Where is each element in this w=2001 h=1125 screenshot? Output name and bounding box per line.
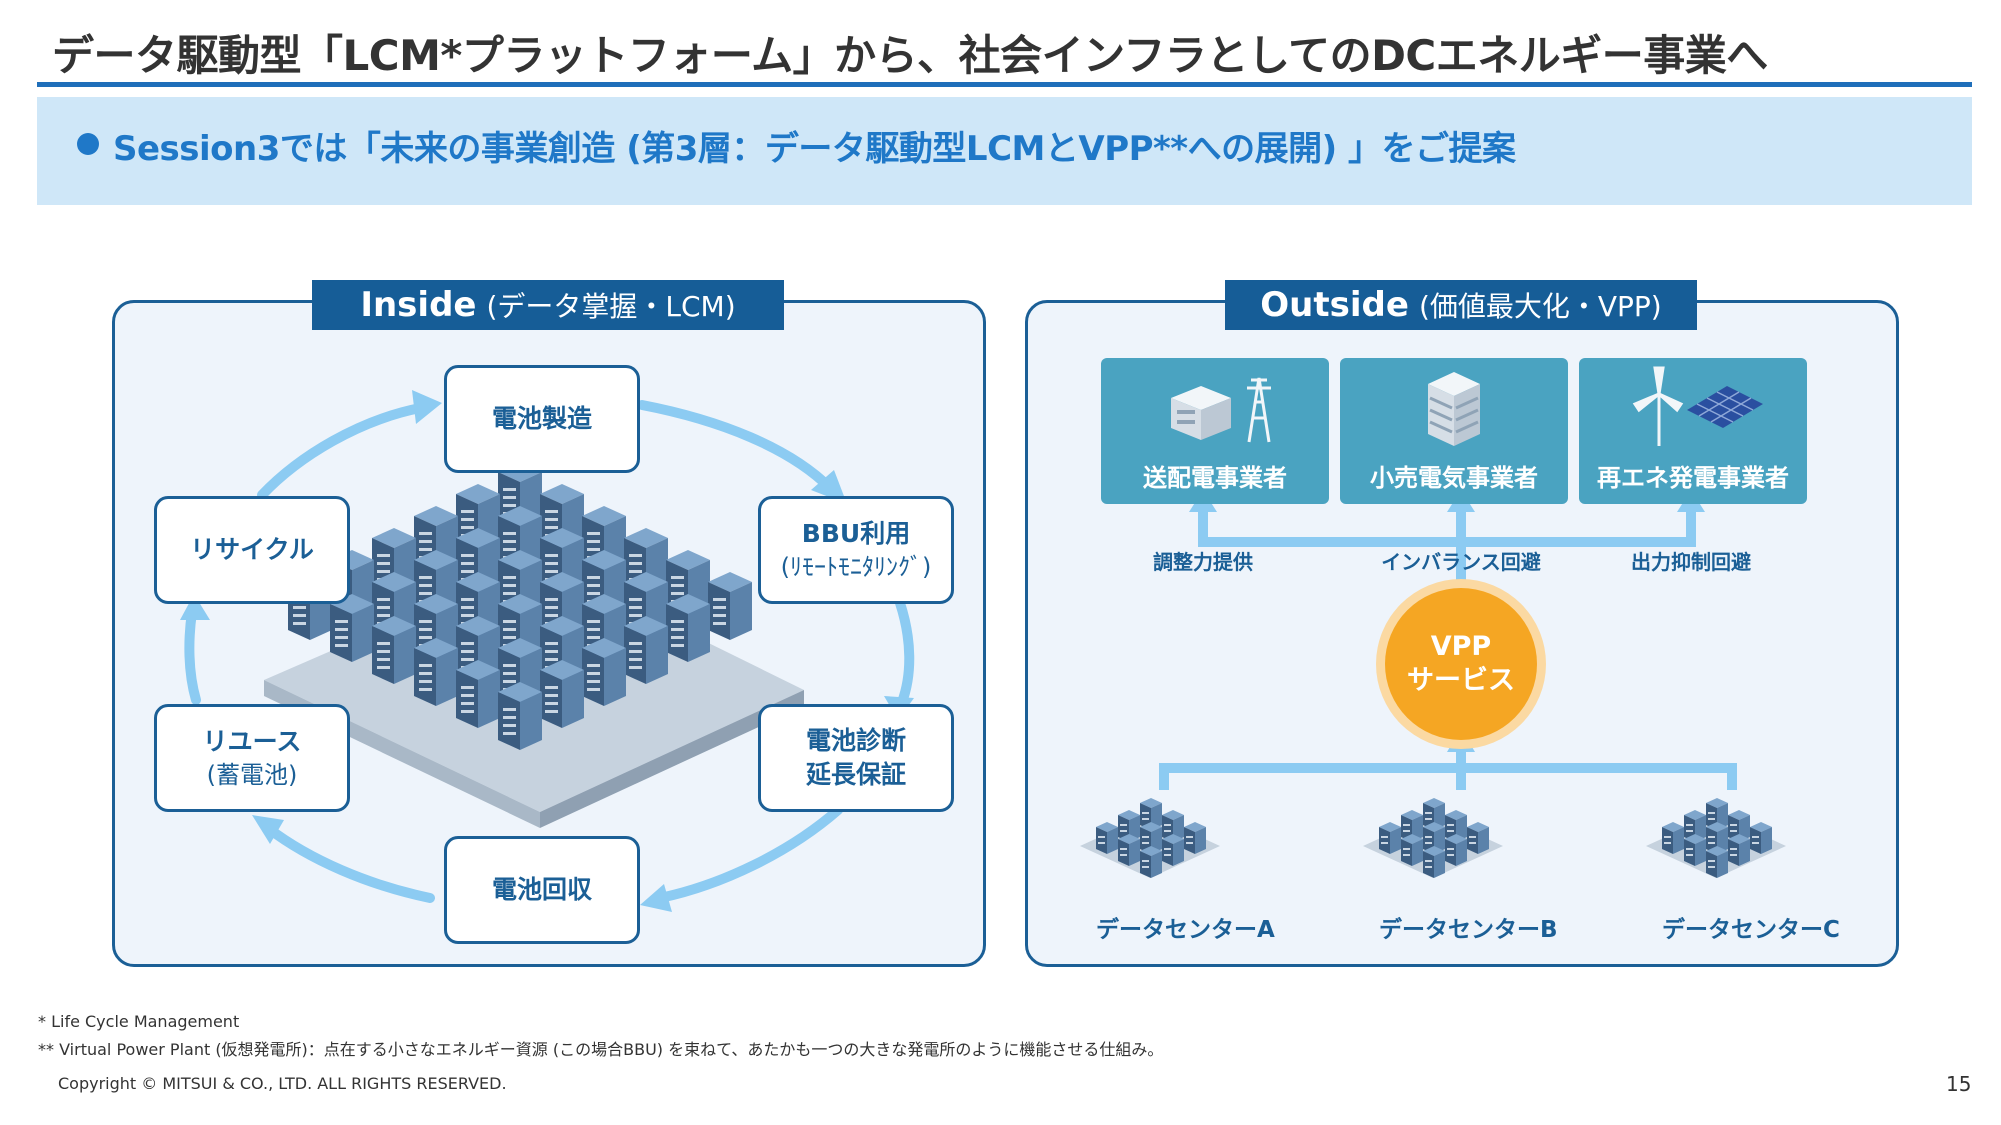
node-recycle: リサイクル xyxy=(154,496,350,604)
dc-label-b: データセンターB xyxy=(1379,917,1558,943)
node-label: 電池診断 xyxy=(805,726,906,756)
node-sublabel: (ﾘﾓｰﾄﾓﾆﾀﾘﾝｸﾞ) xyxy=(780,552,932,581)
node-battery-recovery: 電池回収 xyxy=(444,836,640,944)
provider-retail: 小売電気事業者 xyxy=(1340,358,1568,504)
node-battery-manufacture: 電池製造 xyxy=(444,365,640,473)
node-label: BBU利用 xyxy=(801,518,911,548)
office-building-icon xyxy=(1428,372,1480,446)
outside-heading-title: Outside xyxy=(1260,285,1409,325)
provider-label: 送配電事業者 xyxy=(1143,464,1287,492)
node-sublabel: (蓄電池) xyxy=(206,760,298,789)
provider-label: 小売電気事業者 xyxy=(1370,464,1538,492)
node-label: 電池製造 xyxy=(491,404,592,434)
flow-label-imbalance: インバランス回避 xyxy=(1381,550,1541,574)
session-statement: Session3では「未来の事業創造 (第3層：データ駆動型LCMとVPP**へ… xyxy=(113,129,1516,169)
dc-label-c: データセンターC xyxy=(1662,917,1840,943)
node-label: 電池回収 xyxy=(491,875,592,905)
inside-heading-title: Inside xyxy=(360,285,477,325)
page-number: 15 xyxy=(1946,1072,1972,1096)
dc-label-a: データセンターA xyxy=(1096,917,1275,943)
node-reuse: リユース (蓄電池) xyxy=(154,704,350,812)
node-label: リユース xyxy=(202,726,302,756)
page-title: データ駆動型「LCM*プラットフォーム」から、社会インフラとしてのDCエネルギー… xyxy=(52,31,1768,80)
title-divider xyxy=(37,82,1972,87)
footnote-lcm: * Life Cycle Management xyxy=(38,1012,240,1031)
outside-heading-sub: (価値最大化・VPP) xyxy=(1418,290,1662,323)
vpp-label-sub: サービス xyxy=(1407,665,1515,696)
inside-heading-sub: (データ掌握・LCM) xyxy=(486,290,736,323)
node-bbu-use: BBU利用 (ﾘﾓｰﾄﾓﾆﾀﾘﾝｸﾞ) xyxy=(758,496,954,604)
inside-heading: Inside (データ掌握・LCM) xyxy=(312,280,784,330)
provider-transmission: 送配電事業者 xyxy=(1101,358,1329,504)
outside-heading: Outside (価値最大化・VPP) xyxy=(1225,280,1697,330)
provider-label: 再エネ発電事業者 xyxy=(1597,464,1789,492)
flow-label-curtailment: 出力抑制回避 xyxy=(1631,550,1751,574)
bullet-icon xyxy=(77,133,99,155)
flow-label-regulation: 調整力提供 xyxy=(1153,550,1253,574)
wind-solar-icon xyxy=(1632,366,1763,446)
footnote-vpp: ** Virtual Power Plant (仮想発電所)：点在する小さなエネ… xyxy=(38,1040,1164,1059)
power-plant-icon xyxy=(1171,377,1271,443)
node-label: リサイクル xyxy=(190,535,314,565)
node-battery-diagnosis: 電池診断 延長保証 xyxy=(758,704,954,812)
copyright: Copyright © MITSUI & CO., LTD. ALL RIGHT… xyxy=(58,1074,507,1093)
node-label: 延長保証 xyxy=(805,760,906,789)
vpp-label: VPP xyxy=(1430,631,1492,663)
provider-renewable: 再エネ発電事業者 xyxy=(1579,358,1807,504)
session-banner xyxy=(37,97,1972,205)
vpp-service-node: VPP サービス xyxy=(1385,588,1537,740)
